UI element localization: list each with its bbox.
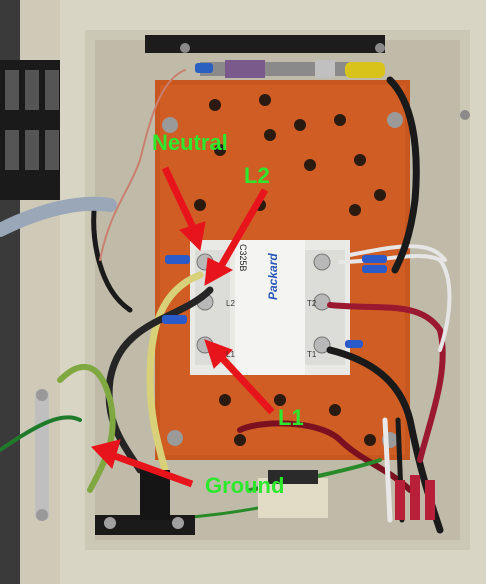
arrow-ground-head [91, 439, 121, 469]
arrow-l2 [216, 188, 269, 270]
label-l1: L1 [278, 405, 304, 430]
annotation-arrows [91, 166, 275, 488]
contactor-brand: Packard [266, 253, 280, 300]
arrow-l1 [219, 355, 275, 415]
arrow-ground [110, 451, 194, 488]
terminal-label-t1: T1 [307, 350, 317, 359]
arrow-neutral [161, 166, 199, 234]
terminal-label-t2: T2 [307, 299, 317, 308]
door-hinge [35, 390, 49, 520]
label-ground: Ground [205, 473, 285, 498]
label-l2: L2 [244, 163, 270, 188]
bottom-switch [258, 478, 328, 518]
yellow-wire [146, 271, 204, 474]
terminal-label-l2: L2 [226, 299, 235, 308]
arrow-neutral-head [179, 221, 206, 252]
contactor-model: C325B [238, 244, 248, 272]
arrow-l2-head [204, 257, 234, 286]
top-mount-bar [145, 35, 385, 53]
label-neutral: Neutral [152, 130, 228, 155]
terminal-label-l1: L1 [226, 350, 235, 359]
arrow-l1-head [204, 339, 233, 369]
